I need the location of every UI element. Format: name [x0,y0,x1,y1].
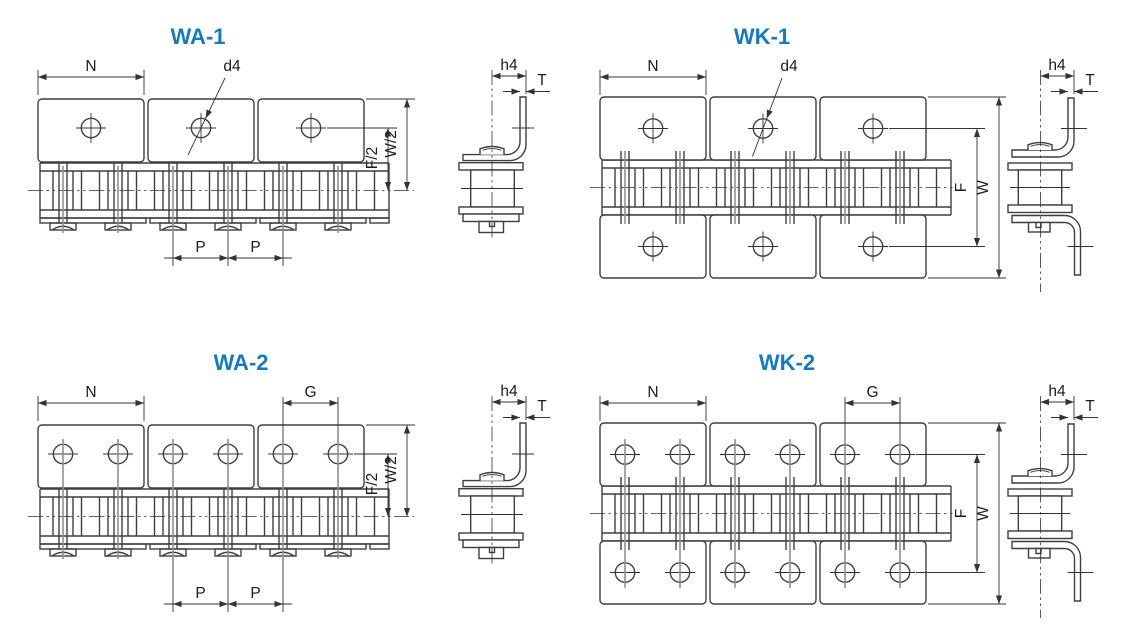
chain-assembly [590,96,954,279]
dim-label-T: T [1085,72,1095,89]
dim-label-N: N [85,384,96,401]
dim-label-T: T [1085,398,1095,415]
attachment-hole [752,118,774,139]
dim-label-P2: P [250,585,260,602]
dim-label-T: T [537,72,547,89]
dim-label-P1: P [195,585,205,602]
dim-label-G: G [304,384,316,401]
dim-label-F: F [953,509,970,518]
dim-label-G: G [866,384,878,401]
side-view-dimensions: h4T [1040,383,1098,421]
chain-assembly [28,98,414,233]
dim-label-d4: d4 [780,58,798,75]
dimensions: N G F/2W/2P P [37,384,415,612]
attachment-hole [752,236,774,257]
side-view-dimensions: h4T [492,383,550,421]
attachment-plate-row-bottom [599,214,927,279]
dim-label-F2: F/2 [364,473,381,495]
dim-label-N: N [647,58,658,75]
chain-assembly [28,424,414,559]
attachment-hole [300,117,322,139]
side-view [458,396,534,566]
attachment-plate-row-top [37,98,365,163]
side-view [1007,70,1094,292]
dim-label-W: W [975,180,992,195]
attachment-plate-row-top [599,422,927,487]
diagram-title: WA-1 [171,24,226,49]
attachment-hole [190,117,212,139]
dim-label-F: F [953,183,970,192]
dim-label-P1: P [195,239,205,256]
side-view-dimensions: h4T [1040,57,1098,95]
attachment-hole [862,236,884,257]
diagram-title: WK-1 [734,24,790,49]
dim-label-P2: P [250,239,260,256]
dim-label-F2: F/2 [364,147,381,169]
attachment-plate-row-bottom [599,540,927,605]
diagram-title: WA-2 [214,350,269,375]
diagram-title: WK-2 [759,350,815,375]
dim-label-N: N [647,384,658,401]
attachment-hole [80,117,102,139]
dim-label-d4: d4 [223,58,241,75]
attachment-hole [862,118,884,139]
dim-label-W2: W/2 [383,456,400,484]
dim-label-T: T [537,398,547,415]
dim-label-N: N [85,58,96,75]
dim-label-h4: h4 [500,383,518,400]
dim-label-h4: h4 [1048,383,1066,400]
attachment-hole [642,118,664,139]
side-view-dimensions: h4T [492,57,550,95]
attachment-hole [642,236,664,257]
dim-label-W: W [975,506,992,521]
dim-label-W2: W/2 [383,130,400,158]
chain-assembly [590,422,954,605]
dim-label-h4: h4 [1048,57,1066,74]
side-view [458,70,534,240]
dim-label-h4: h4 [500,57,518,74]
side-view [1007,396,1094,618]
attachment-plate-row-top [37,424,365,489]
